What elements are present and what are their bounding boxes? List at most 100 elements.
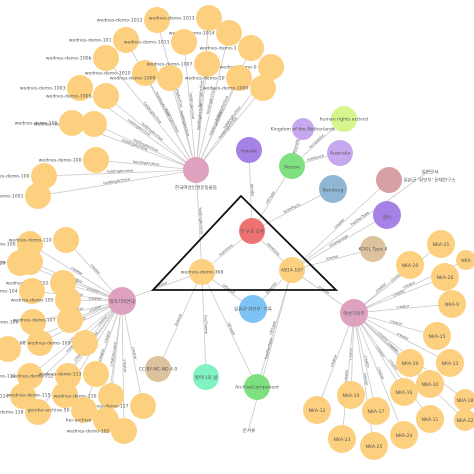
node-circle[interactable]: [454, 389, 474, 411]
node-circle[interactable]: [396, 349, 424, 377]
graph-node[interactable]: 한국여성인권운동을동: [175, 157, 217, 191]
node-circle[interactable]: [226, 65, 252, 91]
node-circle[interactable]: [279, 257, 305, 283]
node-circle[interactable]: [71, 397, 97, 423]
graph-node[interactable]: 문서류: [243, 427, 256, 434]
graph-node[interactable]: wednes-demo-1010: [85, 60, 158, 86]
graph-node[interactable]: 일반문서: [422, 169, 439, 176]
node-circle[interactable]: [17, 363, 43, 389]
graph-node[interactable]: NKA-18: [454, 389, 474, 411]
graph-node[interactable]: NKA-13: [436, 349, 464, 377]
graph-node[interactable]: wednes-demo-115: [8, 382, 78, 408]
node-circle[interactable]: [27, 330, 53, 356]
node-circle[interactable]: [327, 140, 353, 166]
node-circle[interactable]: [454, 409, 474, 431]
graph-node[interactable]: KOGL Type 4: [359, 236, 388, 262]
graph-node[interactable]: wednes-demo-105: [11, 287, 81, 313]
node-circle[interactable]: [132, 60, 158, 86]
graph-node[interactable]: wednes-demo-1013: [149, 5, 222, 31]
graph-node[interactable]: wednes-demo-117: [86, 393, 156, 419]
graph-node[interactable]: wednes-demo-106: [0, 309, 46, 335]
node-circle[interactable]: [438, 290, 466, 318]
node-circle[interactable]: [144, 7, 170, 33]
node-circle[interactable]: [416, 405, 444, 433]
graph-node[interactable]: wednes-demo-100: [0, 163, 57, 189]
node-circle[interactable]: [250, 75, 276, 101]
node-circle[interactable]: [81, 111, 107, 137]
node-circle[interactable]: [456, 250, 474, 270]
graph-node[interactable]: wednes-demo-118: [0, 399, 51, 425]
graph-node[interactable]: wednes-demo-100: [39, 147, 109, 173]
graph-node[interactable]: wednes-demo-1001: [0, 183, 51, 209]
graph-node[interactable]: NKA-25: [360, 432, 388, 460]
graph-node[interactable]: 영어: [373, 201, 401, 229]
node-circle[interactable]: [376, 167, 402, 193]
graph-node[interactable]: NKA-11: [416, 405, 444, 433]
node-circle[interactable]: [303, 396, 331, 424]
graph-node[interactable]: NKA-16: [390, 378, 418, 406]
graph-node[interactable]: NKA-15: [423, 322, 451, 350]
graph-node[interactable]: female: [236, 137, 262, 163]
graph-node[interactable]: NKA-23: [328, 425, 356, 453]
node-circle[interactable]: [362, 397, 390, 425]
node-circle[interactable]: [72, 330, 98, 356]
node-circle[interactable]: [98, 383, 124, 409]
node-circle[interactable]: [239, 295, 267, 323]
graph-node[interactable]: NKA-9: [438, 290, 466, 318]
node-circle[interactable]: [331, 106, 357, 132]
node-circle[interactable]: [244, 374, 270, 400]
graph-node[interactable]: wednes-demo-100b: [46, 45, 119, 71]
graph-node[interactable]: wednes-demo-104: [0, 278, 45, 304]
graph-node[interactable]: gender-archive-50: [27, 397, 97, 423]
node-circle[interactable]: [113, 27, 139, 53]
graph-node[interactable]: 할머니의 삶: [193, 364, 219, 390]
node-circle[interactable]: [7, 250, 33, 276]
node-circle[interactable]: [390, 378, 418, 406]
node-circle[interactable]: [236, 137, 262, 163]
node-circle[interactable]: [130, 393, 156, 419]
graph-node[interactable]: 정의기억연대: [108, 287, 136, 315]
graph-node[interactable]: NKA-19: [396, 349, 424, 377]
graph-node[interactable]: NKA-12: [303, 396, 331, 424]
node-circle[interactable]: [423, 322, 451, 350]
graph-node[interactable]: NKA-24: [390, 421, 418, 449]
graph-node[interactable]: wednes-demo-109: [28, 330, 98, 356]
node-circle[interactable]: [373, 201, 401, 229]
node-circle[interactable]: [189, 259, 215, 285]
graph-node[interactable]: NKA-17: [362, 397, 390, 425]
node-circle[interactable]: [20, 309, 46, 335]
node-circle[interactable]: [431, 263, 459, 291]
node-circle[interactable]: [0, 336, 21, 362]
node-circle[interactable]: [238, 35, 264, 61]
graph-node[interactable]: wednes-demo-1012: [97, 7, 170, 33]
node-circle[interactable]: [52, 382, 78, 408]
graph-node[interactable]: Australia: [327, 140, 353, 166]
node-circle[interactable]: [59, 110, 85, 136]
graph-node[interactable]: wednes-demo-1003: [20, 75, 93, 101]
graph-node[interactable]: wednes-demo-1009: [110, 65, 183, 91]
graph-node[interactable]: wednes-demo-1011: [124, 29, 197, 55]
graph-node[interactable]: 일본군'위안부' 기록: [234, 295, 272, 323]
node-circle[interactable]: [108, 287, 136, 315]
node-circle[interactable]: [57, 307, 83, 333]
node-circle[interactable]: [258, 54, 284, 80]
graph-node[interactable]: ArchiveComponent: [235, 374, 279, 400]
node-circle[interactable]: [171, 29, 197, 55]
node-circle[interactable]: [31, 163, 57, 189]
graph-node[interactable]: A814-107: [279, 257, 305, 283]
node-circle[interactable]: [279, 153, 305, 179]
graph-node[interactable]: 여성가족부: [340, 299, 368, 327]
graph-node[interactable]: wednes-demo-113: [39, 361, 109, 387]
node-circle[interactable]: [194, 51, 220, 77]
node-circle[interactable]: [67, 75, 93, 101]
node-circle[interactable]: [416, 370, 444, 398]
node-circle[interactable]: [25, 183, 51, 209]
node-circle[interactable]: [360, 432, 388, 460]
graph-node[interactable]: wednes-demo-101: [15, 110, 85, 136]
node-circle[interactable]: [183, 157, 209, 183]
node-circle[interactable]: [216, 20, 242, 46]
node-circle[interactable]: [319, 175, 347, 203]
graph-node[interactable]: NKA-26: [431, 263, 459, 291]
node-circle[interactable]: [328, 425, 356, 453]
node-circle[interactable]: [193, 364, 219, 390]
